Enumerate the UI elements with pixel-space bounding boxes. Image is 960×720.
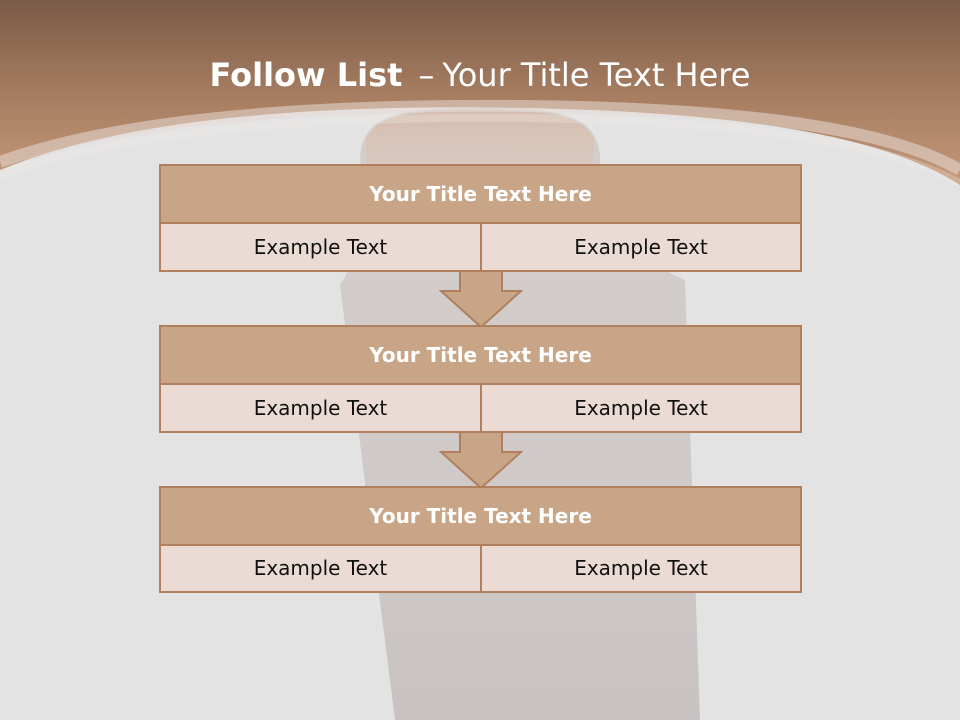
list-item-right-text: Example Text xyxy=(482,546,800,591)
follow-list-item-1: Your Title Text Here Example Text Exampl… xyxy=(159,164,802,272)
list-item-right-text: Example Text xyxy=(482,385,800,431)
list-item-title: Your Title Text Here xyxy=(161,327,800,385)
list-item-title: Your Title Text Here xyxy=(161,488,800,546)
down-arrow-icon xyxy=(439,270,523,329)
follow-list-item-3: Your Title Text Here Example Text Exampl… xyxy=(159,486,802,593)
title-bold: Follow List xyxy=(209,56,403,94)
down-arrow-icon xyxy=(439,431,523,490)
list-item-left-text: Example Text xyxy=(161,224,482,270)
list-item-title: Your Title Text Here xyxy=(161,166,800,224)
list-item-right-text: Example Text xyxy=(482,224,800,270)
list-item-left-text: Example Text xyxy=(161,546,482,591)
title-rest: Your Title Text Here xyxy=(442,56,751,94)
title-dash: – xyxy=(418,56,435,94)
list-item-left-text: Example Text xyxy=(161,385,482,431)
follow-list-item-2: Your Title Text Here Example Text Exampl… xyxy=(159,325,802,433)
page-title: Follow List–Your Title Text Here xyxy=(0,52,960,98)
